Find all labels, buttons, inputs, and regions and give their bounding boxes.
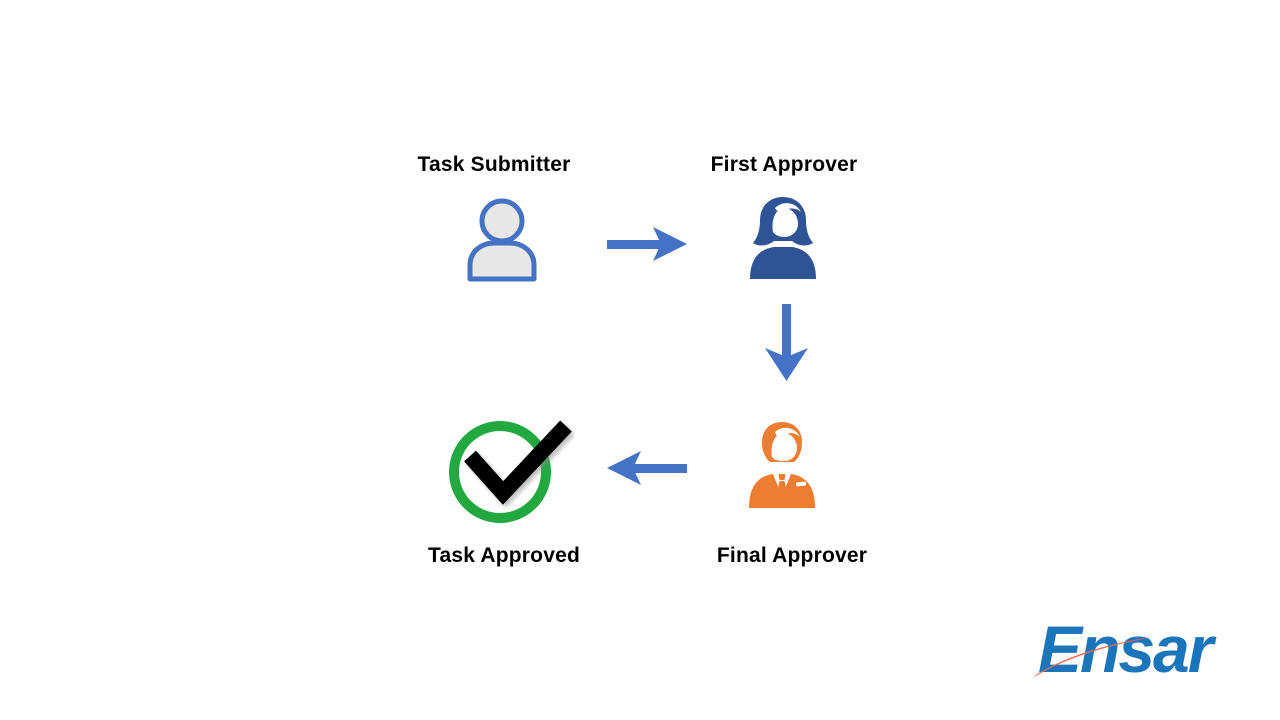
arrow-left-icon bbox=[607, 451, 687, 485]
man-silhouette-icon bbox=[749, 422, 815, 508]
ensar-logo: Ensar bbox=[1034, 614, 1219, 686]
arrow-right-icon bbox=[607, 227, 687, 261]
task-approved-label: Task Approved bbox=[428, 544, 580, 567]
person-outline-icon bbox=[467, 198, 537, 282]
arrow-down-icon bbox=[765, 304, 808, 381]
woman-silhouette-icon bbox=[750, 197, 816, 279]
task-submitter-label: Task Submitter bbox=[417, 153, 571, 176]
ensar-logo-text: Ensar bbox=[1038, 614, 1217, 686]
first-approver-label: First Approver bbox=[710, 153, 858, 176]
final-approver-label: Final Approver bbox=[716, 544, 868, 567]
check-circle-icon bbox=[449, 420, 572, 523]
